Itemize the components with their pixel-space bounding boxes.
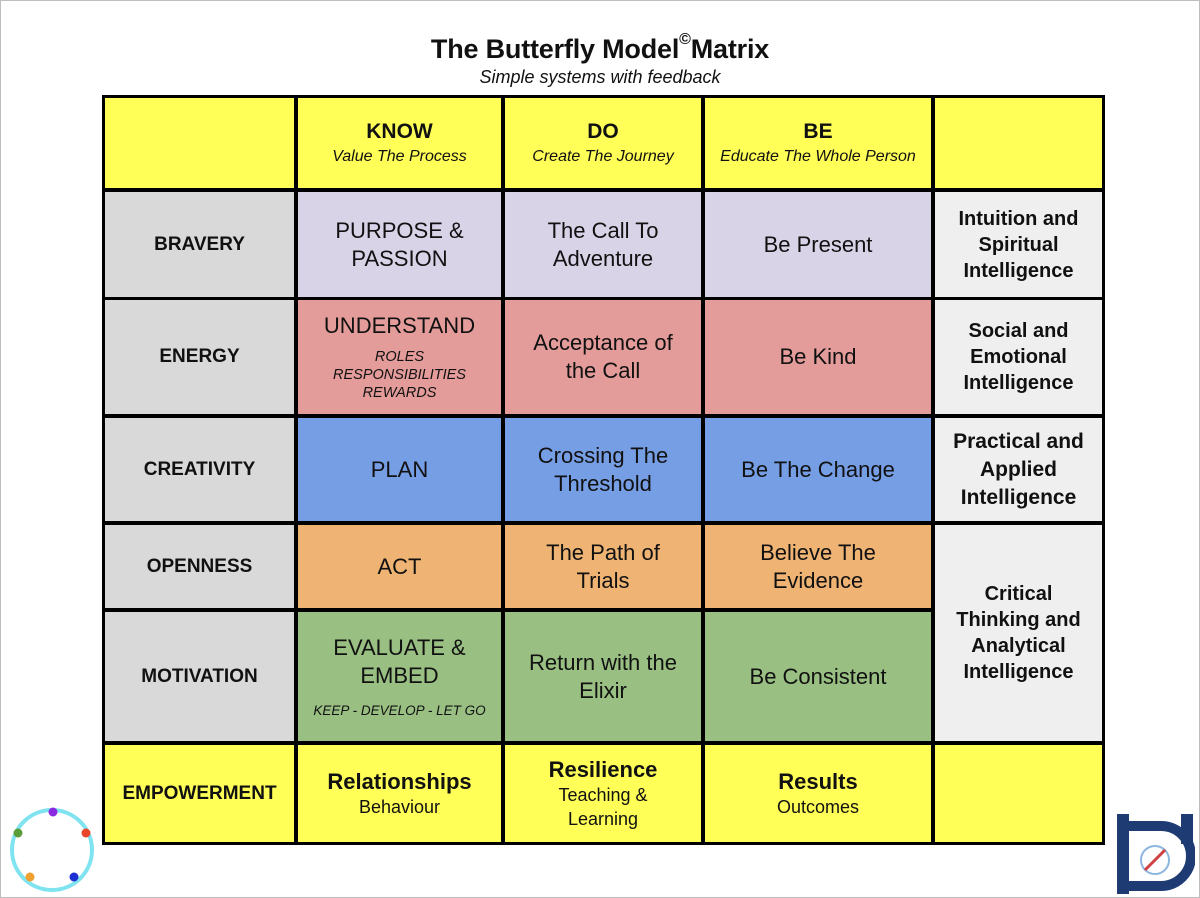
cell-text: Believe The Evidence <box>760 539 876 593</box>
column-header-do: DO Create The Journey <box>505 98 701 188</box>
cell-creativity-know: PLAN <box>298 418 501 521</box>
cell-subtitle: Behaviour <box>358 796 441 817</box>
cell-creativity-be: Be The Change <box>705 418 931 521</box>
row-label-text: MOTIVATION <box>141 665 258 687</box>
row-label-empowerment: EMPOWERMENT <box>105 745 294 842</box>
cell-detail: REWARDS <box>362 385 437 401</box>
row-label-text: ENERGY <box>159 346 240 367</box>
cell-bravery-intelligence: Intuition and Spiritual Intelligence <box>935 192 1102 297</box>
column-header-know: KNOW Value The Process <box>298 98 501 188</box>
cell-text: Be The Change <box>741 456 895 482</box>
cell-text: Acceptance of the Call <box>533 330 673 383</box>
row-label-bravery: BRAVERY <box>105 192 294 297</box>
column-subtitle: Create The Journey <box>532 148 674 165</box>
empowerment-empty-cell <box>935 745 1102 842</box>
cell-empowerment-do: Resilience Teaching & Learning <box>505 745 701 842</box>
cell-text: Be Present <box>763 231 873 257</box>
cell-motivation-be: Be Consistent <box>705 612 931 741</box>
cell-text: Practical and Applied Intelligence <box>953 429 1084 509</box>
cell-text: Crossing The Threshold <box>537 442 669 496</box>
title-suffix: Matrix <box>690 34 770 64</box>
cell-bravery-do: The Call To Adventure <box>505 192 701 297</box>
cell-text: UNDERSTAND <box>323 313 476 338</box>
cell-energy-intelligence: Social and Emotional Intelligence <box>935 300 1102 414</box>
cell-empowerment-be: Results Outcomes <box>705 745 931 842</box>
row-label-energy: ENERGY <box>105 300 294 414</box>
row-label-motivation: MOTIVATION <box>105 612 294 741</box>
cell-openness-do: The Path of Trials <box>505 525 701 608</box>
cell-motivation-do: Return with the Elixir <box>505 612 701 741</box>
title-block: The Butterfly Model©Matrix Simple system… <box>0 28 1200 89</box>
column-title: DO <box>587 120 619 143</box>
cell-title: Resilience <box>548 756 658 782</box>
cell-text: Be Kind <box>779 344 857 369</box>
cell-bravery-be: Be Present <box>705 192 931 297</box>
cell-title: Results <box>778 768 858 794</box>
cell-title: Relationships <box>327 768 472 794</box>
cell-text: PURPOSE & PASSION <box>335 217 464 271</box>
cell-detail: RESPONSIBILITIES <box>333 367 466 383</box>
cell-subtitle: Outcomes <box>776 796 860 817</box>
cell-text: ACT <box>377 553 422 579</box>
cell-energy-do: Acceptance of the Call <box>505 300 701 414</box>
row-label-openness: OPENNESS <box>105 525 294 608</box>
cell-text: The Call To Adventure <box>547 217 659 271</box>
cell-subtitle: Teaching & Learning <box>558 784 648 829</box>
cell-openness-be: Believe The Evidence <box>705 525 931 608</box>
title-text: The Butterfly Model <box>430 34 680 64</box>
cell-creativity-do: Crossing The Threshold <box>505 418 701 521</box>
row-label-text: EMPOWERMENT <box>122 782 277 804</box>
copyright-mark: © <box>679 31 691 48</box>
row-label-creativity: CREATIVITY <box>105 418 294 521</box>
page-title: The Butterfly Model©Matrix <box>0 28 1200 65</box>
cell-energy-be: Be Kind <box>705 300 931 414</box>
column-title: KNOW <box>366 120 433 143</box>
column-header-be: BE Educate The Whole Person <box>705 98 931 188</box>
cell-openness-know: ACT <box>298 525 501 608</box>
butterfly-matrix: KNOW Value The Process DO Create The Jou… <box>102 95 1105 845</box>
cell-text: EVALUATE & EMBED <box>333 634 466 688</box>
row-label-text: OPENNESS <box>146 555 253 577</box>
cell-detail: ROLES <box>374 349 425 365</box>
cell-bravery-know: PURPOSE & PASSION <box>298 192 501 297</box>
cell-text: Return with the Elixir <box>529 649 677 703</box>
cell-text: PLAN <box>370 456 429 482</box>
cell-creativity-intelligence: Practical and Applied Intelligence <box>935 418 1102 521</box>
column-subtitle: Value The Process <box>332 148 467 165</box>
cell-empowerment-know: Relationships Behaviour <box>298 745 501 842</box>
cell-text: Be Consistent <box>749 663 887 689</box>
column-subtitle: Educate The Whole Person <box>720 148 916 165</box>
mirrored-d-logo <box>1117 814 1195 894</box>
column-title: BE <box>803 120 833 143</box>
cell-text: Critical Thinking and Analytical Intelli… <box>956 583 1081 683</box>
cell-text: The Path of Trials <box>546 539 660 593</box>
row-label-text: CREATIVITY <box>143 458 256 480</box>
cell-detail: KEEP - DEVELOP - LET GO <box>313 702 486 718</box>
cell-text: Social and Emotional Intelligence <box>963 320 1074 394</box>
header-empty-cell <box>935 98 1102 188</box>
cell-motivation-know: EVALUATE & EMBED KEEP - DEVELOP - LET GO <box>298 612 501 741</box>
corner-cell <box>105 98 294 188</box>
row-label-text: BRAVERY <box>154 233 245 255</box>
cell-energy-know: UNDERSTAND ROLES RESPONSIBILITIES REWARD… <box>298 300 501 414</box>
page-subtitle: Simple systems with feedback <box>479 67 721 87</box>
cell-openness-motivation-intelligence: Critical Thinking and Analytical Intelli… <box>935 525 1102 741</box>
circle-dots-logo <box>10 807 94 892</box>
cell-text: Intuition and Spiritual Intelligence <box>958 207 1079 282</box>
